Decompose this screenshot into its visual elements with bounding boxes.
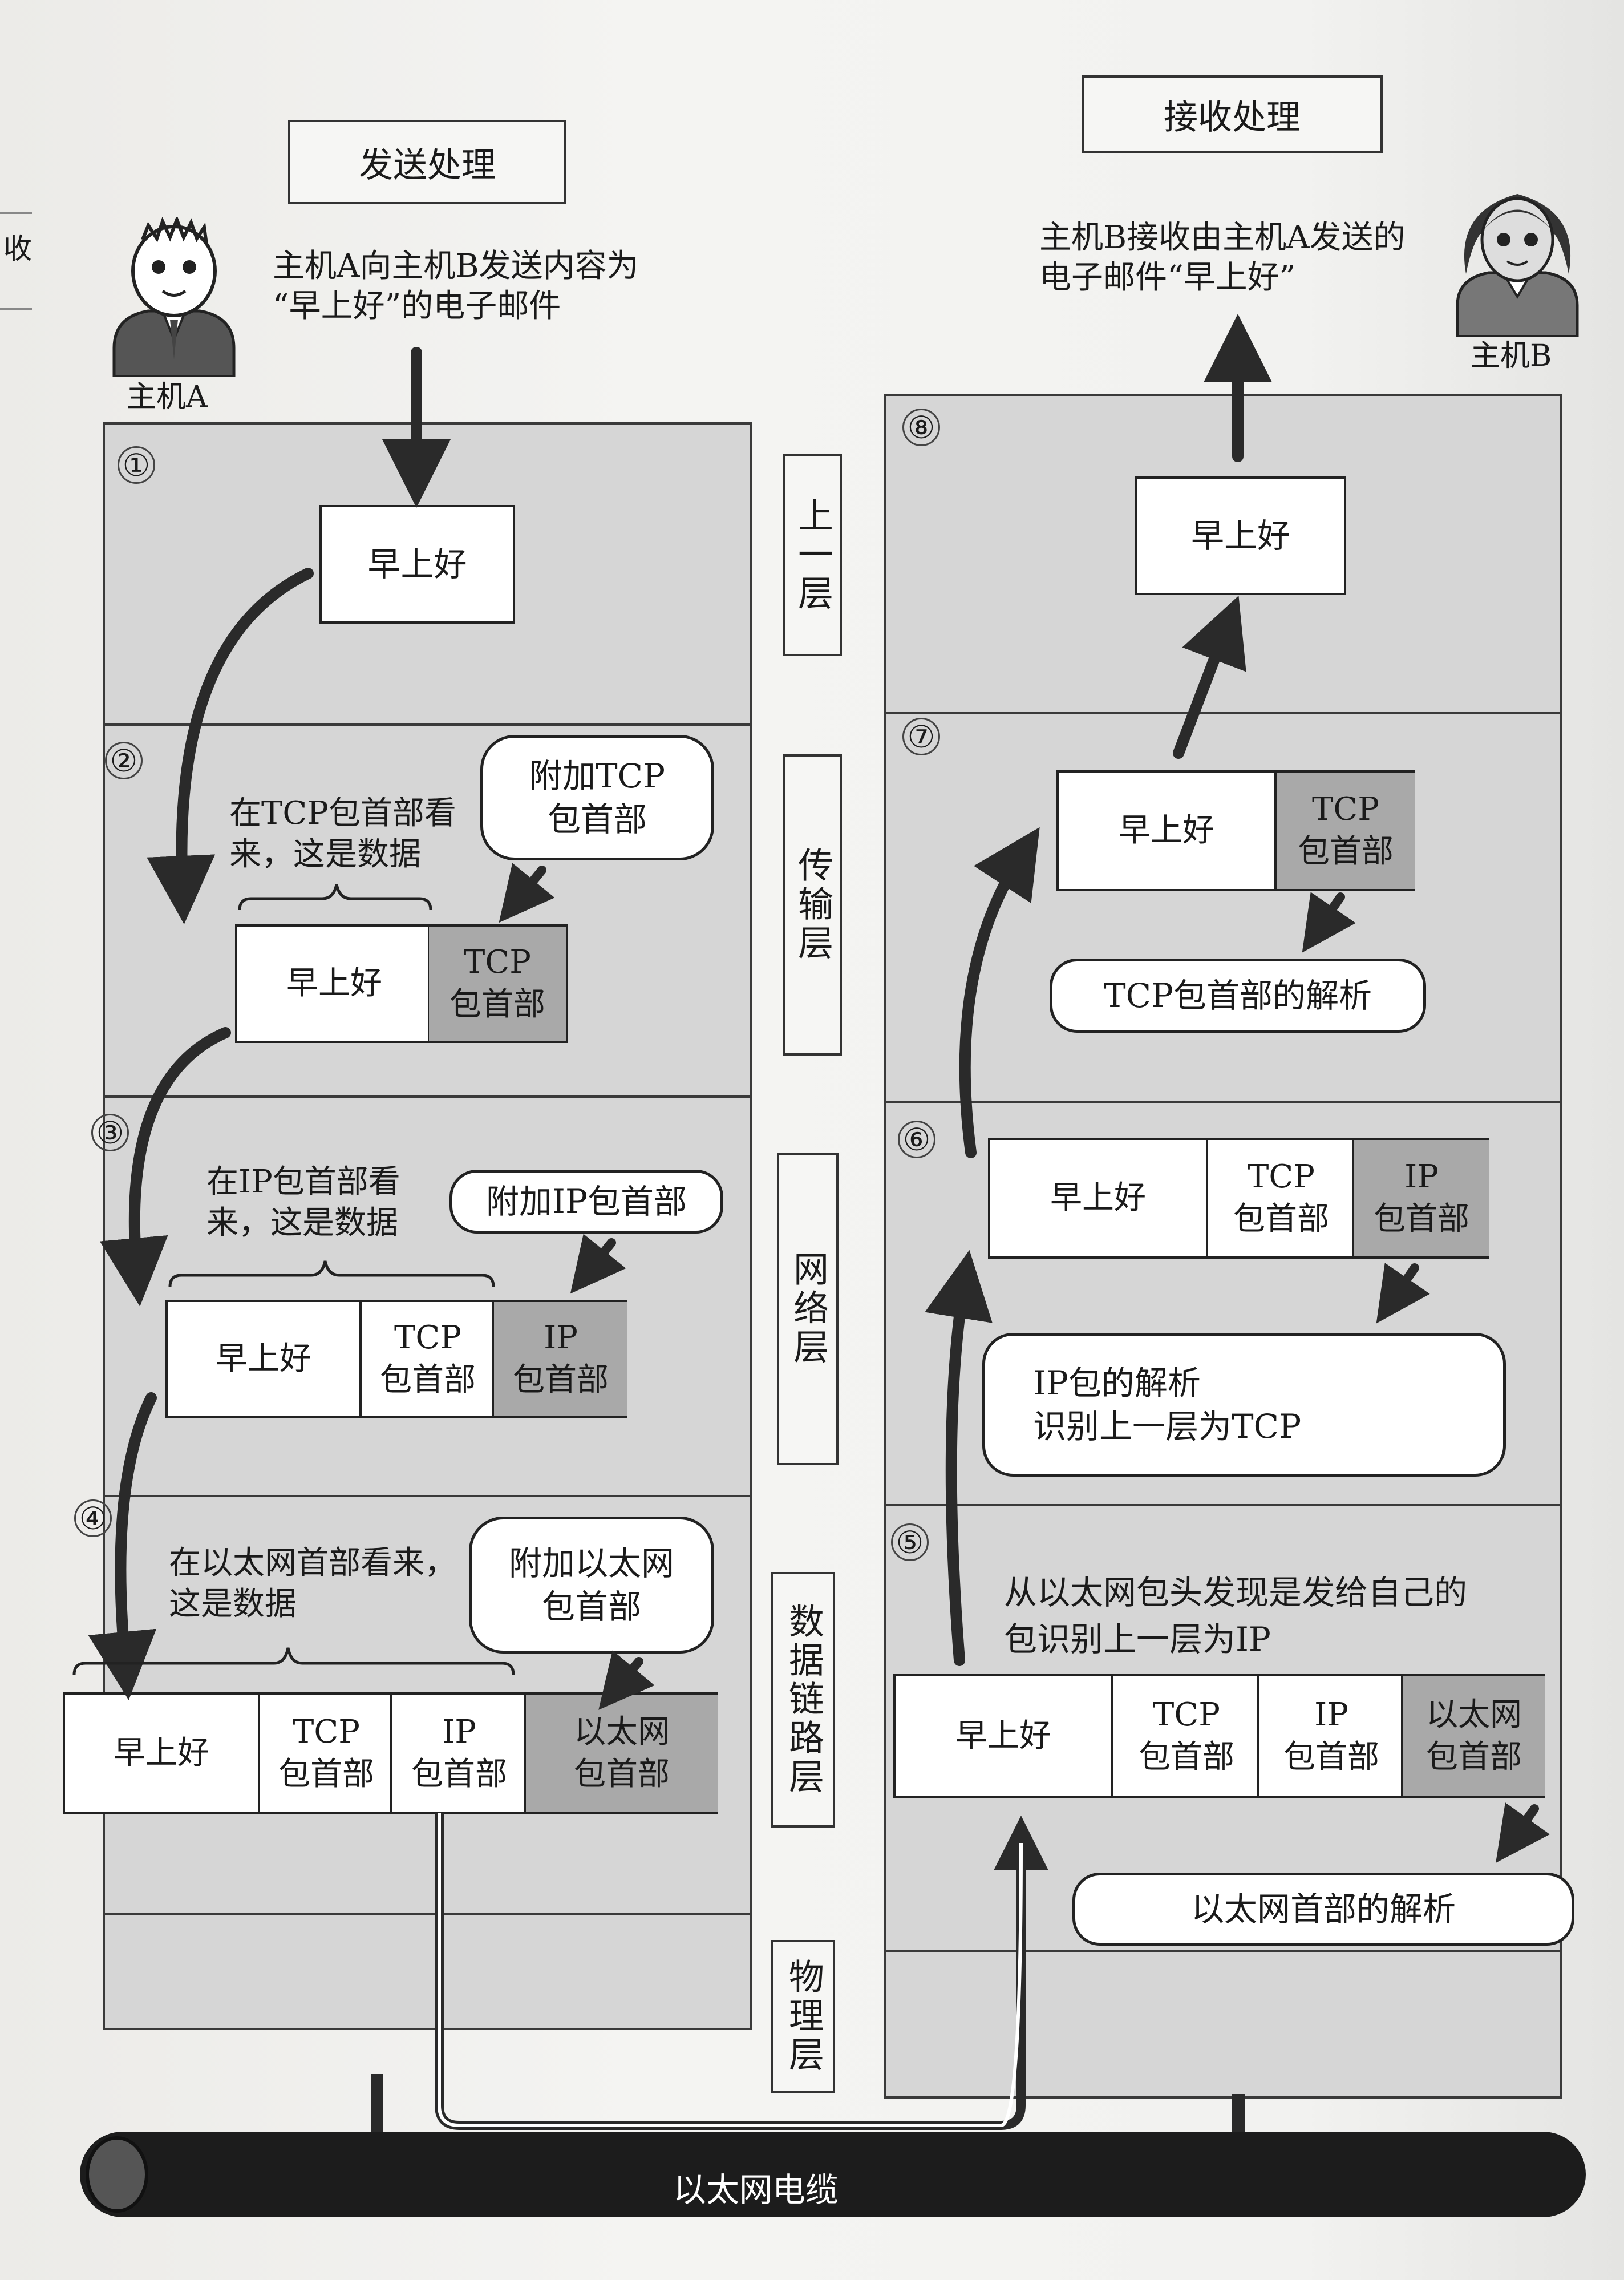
pointer-add-ip xyxy=(570,1234,626,1294)
margin-rule-bottom xyxy=(0,308,32,310)
sender-cable-drop xyxy=(371,2074,383,2148)
receiver-description: 主机B接收由主机A发送的 电子邮件“早上好” xyxy=(1039,219,1406,296)
host-a-label: 主机A xyxy=(127,380,208,414)
arrow-step6-to-step7 xyxy=(959,827,1040,1158)
ip-parse-note: IP包的解析 识别上一层为TCP xyxy=(982,1333,1506,1477)
arrow-step7-to-step8 xyxy=(1173,595,1246,759)
step4-ethernet-header: 以太网 包首部 xyxy=(524,1695,718,1812)
layer-label-upper: 上一层 xyxy=(783,454,842,656)
step-2-number: ② xyxy=(105,742,143,779)
step7-packet: 早上好 TCP 包首部 xyxy=(1056,770,1415,891)
sender-title: 发送处理 xyxy=(288,120,566,204)
host-a-person-icon xyxy=(112,217,236,377)
cable-label: 以太网电缆 xyxy=(673,2170,839,2209)
step5-ethernet-header: 以太网 包首部 xyxy=(1401,1676,1545,1796)
step-6-number: ⑥ xyxy=(898,1121,935,1158)
step5-packet: 早上好 TCP 包首部 IP 包首部 以太网 包首部 xyxy=(893,1674,1545,1798)
sender-description: 主机A向主机B发送内容为 “早上好”的电子邮件 xyxy=(273,248,639,325)
add-tcp-header-note: 附加TCP 包首部 xyxy=(480,735,714,860)
host-b-person-icon xyxy=(1456,194,1579,337)
step3-data-segment: 早上好 xyxy=(216,1340,311,1377)
pointer-ethernet-parse xyxy=(1496,1802,1550,1863)
step2-tcp-header: TCP 包首部 xyxy=(429,924,568,1043)
ethernet-cable xyxy=(80,2132,1586,2217)
pointer-ip-parse xyxy=(1376,1263,1430,1324)
step6-tcp-header: TCP 包首部 xyxy=(1206,1140,1354,1256)
step3-packet: 早上好 TCP 包首部 IP 包首部 xyxy=(165,1300,627,1418)
step2-packet: 早上好 xyxy=(235,924,431,1043)
step4-eth-view-note: 在以太网首部看来， 这是数据 xyxy=(169,1545,456,1623)
arrow-step1-to-step2 xyxy=(147,568,314,924)
receiver-divider-4 xyxy=(884,1950,1560,1952)
receiver-divider-2 xyxy=(884,1101,1560,1103)
arrow-step3-to-step4 xyxy=(88,1392,157,1700)
step7-data-segment: 早上好 xyxy=(1119,812,1214,849)
add-ethernet-header-note: 附加以太网 包首部 xyxy=(469,1517,714,1654)
step7-tcp-header: TCP 包首部 xyxy=(1274,773,1415,889)
arrow-step5-to-step6 xyxy=(925,1250,993,1666)
sender-divider-3 xyxy=(103,1495,750,1497)
layer-label-datalink: 数据链路层 xyxy=(771,1572,835,1828)
step2-data-brace xyxy=(238,884,432,911)
sender-divider-1 xyxy=(103,723,750,726)
step3-ip-header: IP 包首部 xyxy=(492,1302,627,1416)
step6-packet: 早上好 TCP 包首部 IP 包首部 xyxy=(988,1138,1489,1259)
step4-packet: 早上好 TCP 包首部 IP 包首部 以太网 包首部 xyxy=(63,1692,718,1814)
step8-data-box: 早上好 xyxy=(1135,476,1346,595)
margin-text: 收 xyxy=(3,232,32,265)
step5-ip-header: IP 包首部 xyxy=(1257,1676,1403,1796)
step-7-number: ⑦ xyxy=(902,718,940,755)
tcp-parse-note: TCP包首部的解析 xyxy=(1050,959,1426,1033)
step3-tcp-header: TCP 包首部 xyxy=(359,1302,494,1416)
receiver-title: 接收处理 xyxy=(1082,75,1383,153)
sender-divider-4 xyxy=(103,1913,750,1915)
step3-ip-view-note: 在IP包首部看 来，这是数据 xyxy=(206,1163,400,1242)
receiver-divider-3 xyxy=(884,1504,1560,1506)
step-1-number: ① xyxy=(118,446,155,484)
step4-data-brace xyxy=(72,1647,515,1675)
step-3-number: ③ xyxy=(91,1114,129,1151)
step-8-number: ⑧ xyxy=(902,409,940,446)
receiver-divider-1 xyxy=(884,712,1560,714)
pointer-tcp-parse xyxy=(1302,892,1356,953)
ethernet-find-note: 从以太网包头发现是发给自己的 包识别上一层为IP xyxy=(1004,1573,1468,1659)
step3-data-brace xyxy=(168,1260,495,1287)
layer-label-network: 网络层 xyxy=(777,1153,839,1465)
sender-divider-2 xyxy=(103,1095,750,1098)
step5-data-segment: 早上好 xyxy=(955,1717,1051,1755)
pointer-add-tcp xyxy=(499,863,555,923)
layer-label-physical: 物理层 xyxy=(771,1940,835,2093)
ethernet-parse-note: 以太网首部的解析 xyxy=(1072,1873,1574,1946)
physical-transmission-path xyxy=(435,1813,1048,2130)
host-b-label: 主机B xyxy=(1471,339,1552,373)
step6-data-segment: 早上好 xyxy=(1050,1179,1146,1216)
step2-data-segment: 早上好 xyxy=(286,965,382,1002)
step4-data-segment: 早上好 xyxy=(114,1735,209,1772)
step4-tcp-header: TCP 包首部 xyxy=(258,1695,392,1812)
step2-tcp-view-note: 在TCP包首部看 来，这是数据 xyxy=(229,795,456,873)
margin-rule-top xyxy=(0,212,32,214)
arrow-step2-to-step3 xyxy=(99,1027,231,1307)
step5-tcp-header: TCP 包首部 xyxy=(1111,1676,1259,1796)
step6-ip-header: IP 包首部 xyxy=(1352,1140,1489,1256)
add-ip-header-note: 附加IP包首部 xyxy=(449,1170,723,1234)
pointer-add-ethernet xyxy=(598,1650,655,1710)
layer-label-transport: 传输层 xyxy=(783,754,842,1056)
step-4-number: ④ xyxy=(74,1499,112,1537)
cable-end-cap xyxy=(86,2136,148,2213)
step4-ip-header: IP 包首部 xyxy=(390,1695,526,1812)
step-5-number: ⑤ xyxy=(891,1523,929,1561)
